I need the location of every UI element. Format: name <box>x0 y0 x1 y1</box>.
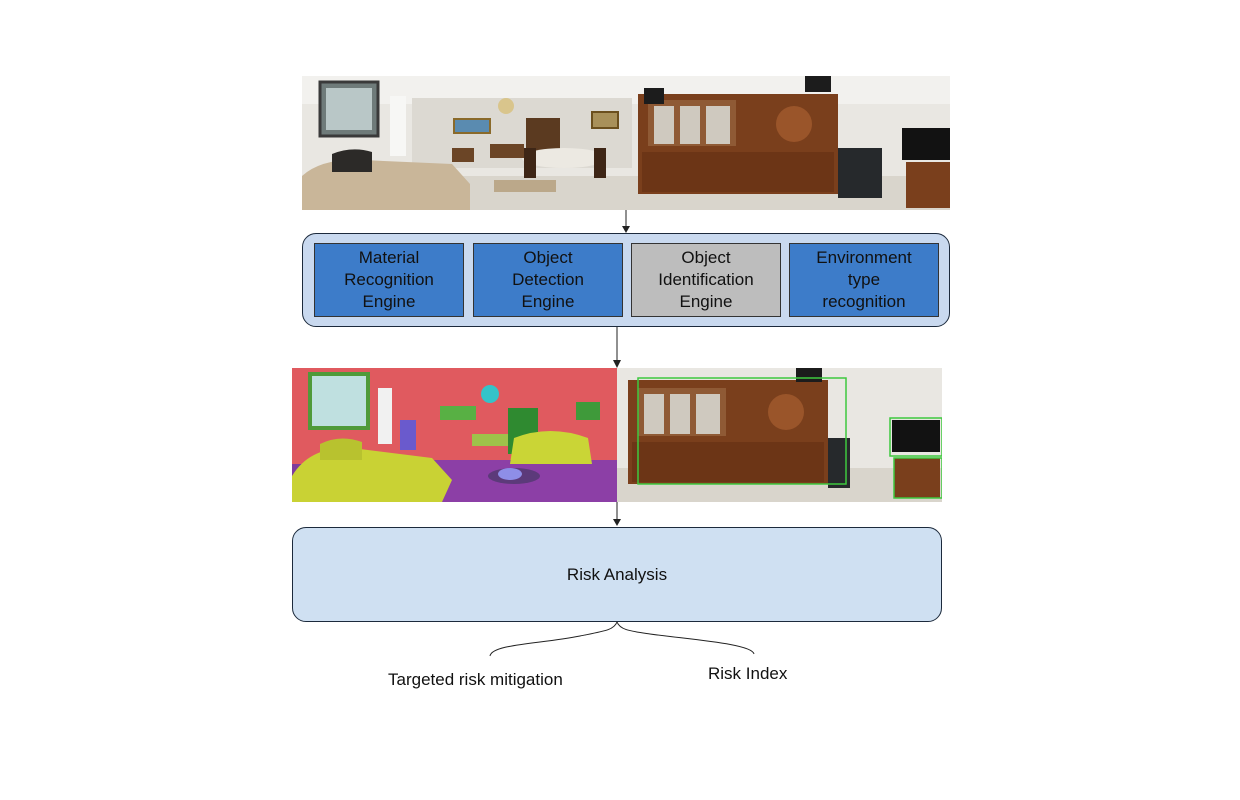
arrow-output-to-risk <box>613 502 621 526</box>
arrow-photo-to-engines <box>622 210 630 233</box>
engine-label: Material Recognition Engine <box>344 248 434 311</box>
engine-label: Object Detection Engine <box>512 248 584 311</box>
object-identification-engine: Object Identification Engine <box>631 243 781 317</box>
arrow-engines-to-output <box>613 327 621 368</box>
engine-panel: Material Recognition Engine Object Detec… <box>302 233 950 327</box>
risk-analysis-box: Risk Analysis <box>292 527 942 622</box>
engine-label: Environment type recognition <box>816 248 912 311</box>
processed-room-photo <box>292 368 942 502</box>
risk-analysis-label: Risk Analysis <box>566 564 668 584</box>
engine-label: Object Identification Engine <box>658 248 754 311</box>
output-risk-index: Risk Index <box>708 664 788 683</box>
output-brace <box>489 622 755 657</box>
environment-type-recognition: Environment type recognition <box>789 243 939 317</box>
material-recognition-engine: Material Recognition Engine <box>314 243 464 317</box>
output-targeted-risk-mitigation: Targeted risk mitigation <box>388 670 563 689</box>
input-room-photo <box>302 76 950 210</box>
object-detection-engine: Object Detection Engine <box>473 243 623 317</box>
